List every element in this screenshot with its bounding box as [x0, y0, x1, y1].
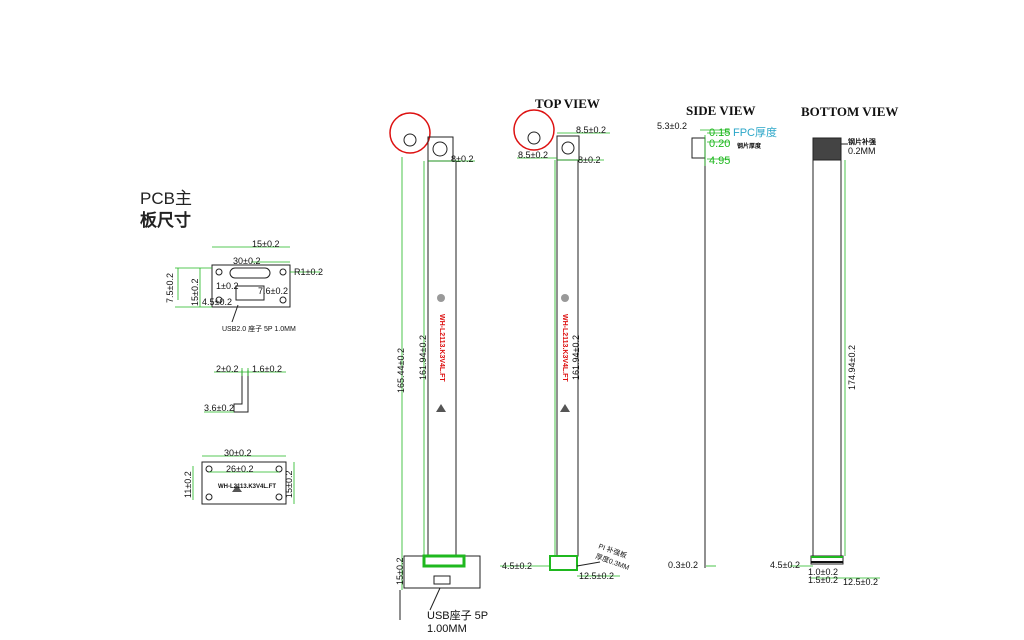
top-view-dim-cable: 161.94±0.2 — [571, 335, 581, 380]
bottom-view-dim-4-5: 4.5±0.2 — [770, 560, 800, 570]
pcb-bottom-marking: WH-L2113.K3V4L.FT — [218, 484, 276, 490]
bottom-view-steel-note: 钢片补强 — [848, 137, 876, 146]
side-view-cu-note: 钢片厚度 — [737, 142, 762, 150]
view1-dim-cable: 161.94±0.2 — [418, 335, 428, 380]
pcb-top-dim-4-5: 4.5±0.2 — [202, 297, 232, 307]
pcb-usb-note: USB2.0 座子 5P 1.0MM — [222, 324, 296, 333]
side-detail-dim-2: 2±0.2 — [216, 364, 238, 374]
pcb-title-line2: 板尺寸 — [140, 210, 191, 230]
bottom-view-dim-1-0: 1.0±0.2 — [808, 567, 838, 577]
pcb-side-detail — [204, 368, 286, 413]
side-view-dim-0-20: 0.20 — [709, 138, 730, 150]
pcb-bottom-dim-15: 15±0.2 — [284, 471, 294, 498]
view1-assembly — [389, 112, 481, 620]
top-view-dim-8-5b: 8.5±0.2 — [518, 150, 548, 160]
view1-usb-label: USB座子 5P — [427, 608, 488, 622]
top-view-dim-8-5a: 8.5±0.2 — [576, 125, 606, 135]
pcb-bottom-dim-26: 26±0.2 — [226, 464, 253, 474]
pcb-title-line1: PCB主 — [140, 189, 192, 208]
top-view-title: TOP VIEW — [535, 96, 600, 111]
pcb-board-bottom — [192, 455, 295, 505]
side-view-dim-0-15: 0.15 — [709, 127, 730, 139]
pcb-top-dim-1: 1±0.2 — [216, 281, 238, 291]
side-view-dim-5-3: 5.3±0.2 — [657, 121, 687, 131]
bottom-view-dim-cable: 174.94±0.2 — [847, 345, 857, 390]
view1-dim-w8: 8±0.2 — [451, 154, 473, 164]
side-view-drawing — [691, 129, 730, 568]
top-view-stiffener: 补强 — [553, 560, 567, 569]
pcb-top-dim-30: 30±0.2 — [233, 256, 260, 266]
top-view-dim-w8: 8±0.2 — [578, 155, 600, 165]
pcb-bottom-dim-30: 30±0.2 — [224, 448, 251, 458]
view1-marking: WH-L2113.K3V4L.FT — [438, 314, 445, 382]
bottom-view-dim-1-5: 1.5±0.2 — [808, 575, 838, 585]
bottom-view-drawing — [790, 137, 880, 579]
side-view-title: SIDE VIEW — [686, 103, 755, 118]
pcb-top-dim-15: 15±0.2 — [252, 239, 279, 249]
top-view-drawing — [500, 109, 620, 577]
bottom-view-dim-12-5: 12.5±0.2 — [843, 577, 878, 587]
top-view-marking: WH-L2113.K3V4L.FT — [561, 314, 568, 382]
side-view-dim-0-3: 0.3±0.2 — [668, 560, 698, 570]
side-view-fpc-note: FPC厚度 — [733, 125, 777, 139]
top-view-dim-4-5: 4.5±0.2 — [502, 561, 532, 571]
pcb-top-dim-7-6: 7.6±0.2 — [258, 286, 288, 296]
pcb-top-dim-7-5: 7.5±0.2 — [165, 273, 175, 303]
side-detail-dim-1-6: 1.6±0.2 — [252, 364, 282, 374]
pcb-bottom-dim-11: 11±0.2 — [183, 471, 193, 498]
bottom-view-title: BOTTOM VIEW — [801, 104, 898, 119]
side-view-dim-4-95: 4.95 — [709, 155, 730, 167]
side-detail-dim-3-6: 3.6±0.2 — [204, 403, 234, 413]
pcb-board-top — [175, 246, 320, 308]
view1-dim-bottom: 15±0.2 — [395, 558, 405, 585]
pcb-top-dim-r1: R1±0.2 — [294, 267, 323, 277]
view1-usb-pitch: 1.00MM — [427, 623, 467, 635]
bottom-view-steel-thickness: 0.2MM — [848, 146, 876, 156]
view1-dim-total: 165.44±0.2 — [396, 348, 406, 393]
pcb-top-dim-15v: 15±0.2 — [190, 279, 200, 306]
top-view-dim-12-5: 12.5±0.2 — [579, 571, 614, 581]
